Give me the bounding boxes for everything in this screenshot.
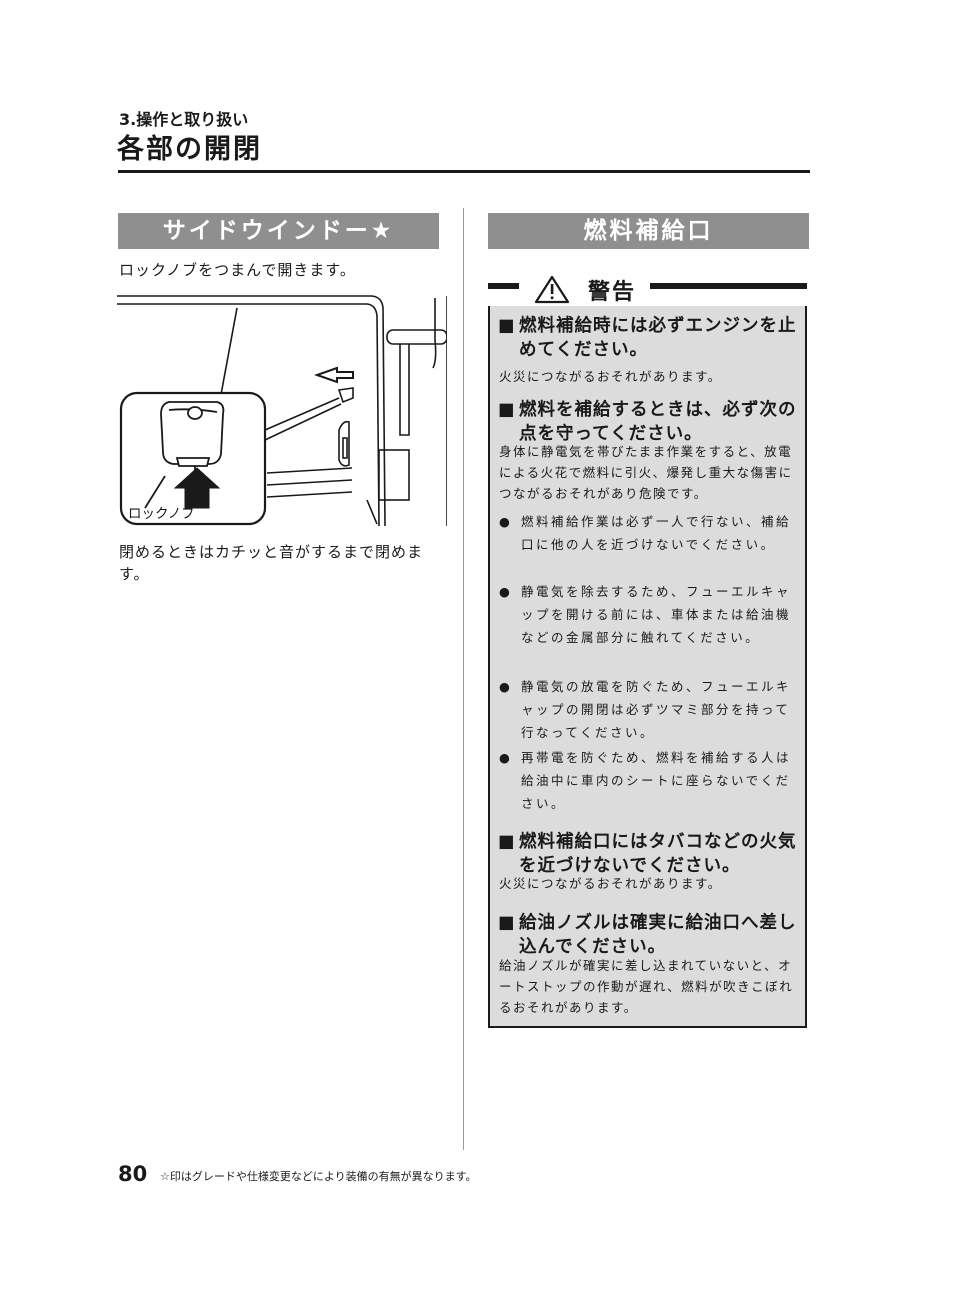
warning-heading-3: ■ 燃料補給口にはタバコなどの火気を近づけないでください。 — [498, 832, 797, 876]
warning-body-3: 火災につながるおそれがあります。 — [499, 876, 722, 891]
square-icon: ■ — [498, 832, 516, 852]
bullet-item: ● 燃料補給作業は必ず一人で行ない、補給口に他の人を近づけないでください。 — [499, 510, 804, 556]
warning-heading-2: ■ 燃料を補給するときは、必ず次の点を守ってください。 — [498, 400, 797, 444]
bullet-icon: ● — [499, 514, 513, 529]
column-divider — [463, 208, 464, 1150]
side-window-illustration: ロックノブ — [117, 295, 447, 527]
page-title: 各部の開閉 — [117, 134, 262, 165]
footer-note: ☆印はグレードや仕様変更などにより装備の有無が異なります。 — [160, 1170, 477, 1183]
figure-label: ロックノブ — [128, 505, 195, 522]
fuel-filler-banner: 燃料補給口 — [488, 213, 809, 249]
warning-body-4: 給油ノズルが確実に差し込まれていないと、オートストップの作動が遅れ、燃料が吹きこ… — [499, 958, 794, 1015]
chapter-label: 3.操作と取り扱い — [119, 110, 249, 129]
square-icon: ■ — [498, 913, 516, 933]
square-icon: ■ — [498, 400, 516, 420]
bullet-item: ● 静電気の放電を防ぐため、フューエルキャップの開閉は必ずツマミ部分を持って行な… — [499, 675, 804, 744]
bullet-icon: ● — [499, 584, 513, 599]
warning-body-2: 身体に静電気を帯びたまま作業をすると、放電による火花で燃料に引火、爆発し重大な傷… — [499, 444, 793, 501]
bullet-icon: ● — [499, 679, 513, 694]
warning-label: 警告 — [588, 280, 637, 305]
page-number: 80 — [118, 1162, 148, 1186]
warning-triangle-icon — [534, 275, 570, 304]
warning-body-1: 火災につながるおそれがあります。 — [499, 369, 722, 384]
bullet-item: ● 再帯電を防ぐため、燃料を補給する人は給油中に車内のシートに座らないでください… — [499, 746, 804, 815]
side-window-closing: 閉めるときはカチッと音がするまで閉めます。 — [119, 543, 424, 583]
warning-heading-4: ■ 給油ノズルは確実に給油口へ差し込んでください。 — [498, 913, 797, 957]
side-window-banner: サイドウインドー★ — [118, 213, 439, 249]
warning-box — [488, 280, 807, 1028]
square-icon: ■ — [498, 316, 516, 336]
bullet-icon: ● — [499, 750, 513, 765]
bullet-item: ● 静電気を除去するため、フューエルキャップを開ける前には、車体または給油機など… — [499, 580, 804, 649]
warning-bar-left — [488, 283, 519, 289]
warning-bar-right — [650, 283, 807, 289]
side-window-intro: ロックノブをつまんで開きます。 — [119, 261, 356, 279]
header-rule — [118, 170, 810, 173]
warning-heading-1: ■ 燃料補給時には必ずエンジンを止めてください。 — [498, 316, 797, 360]
